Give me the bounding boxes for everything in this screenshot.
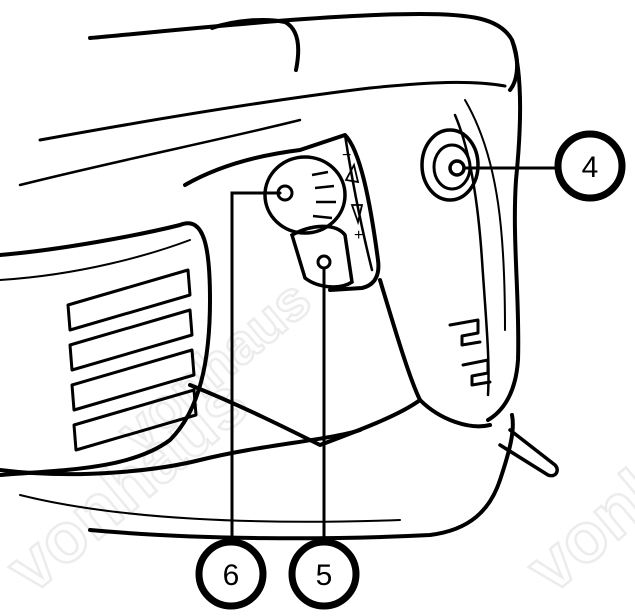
callout-circle-6: [195, 538, 267, 610]
speed-dial[interactable]: [263, 155, 347, 235]
vent-slots: [66, 268, 198, 452]
round-button[interactable]: [420, 128, 480, 202]
callout-circle-4: [554, 130, 626, 202]
callout-label-6: 6: [223, 559, 240, 592]
base-underside: [19, 494, 401, 523]
callout-label-5: 5: [316, 559, 333, 592]
dial-markings: − +: [342, 147, 363, 244]
dial-plus-mark: +: [354, 227, 363, 244]
side-panel-outline: [0, 221, 212, 477]
callout-4: 4: [554, 130, 626, 202]
dial-minus-mark: −: [342, 147, 351, 164]
lever-button[interactable]: [289, 224, 354, 289]
housing-contour: [18, 118, 302, 187]
round-button-outer-ring: [420, 128, 480, 202]
handle-mark-lower: [461, 358, 492, 387]
stand-leg: [498, 428, 559, 478]
handle-mark-upper: [448, 318, 482, 347]
handle-outline: [486, 38, 523, 422]
callout-5: 5: [288, 538, 360, 610]
lower-body-outline: [0, 428, 362, 477]
round-button-indicator: [448, 159, 466, 177]
top-housing-outline: [88, 12, 519, 92]
watermark-text-right: vonhaus: [512, 362, 635, 607]
control-panel-recess: [183, 133, 381, 292]
callout-label-4: 4: [582, 151, 599, 184]
lever-button-body: [289, 224, 354, 289]
dial-arrow-down: [350, 204, 364, 226]
base-plate: [88, 413, 515, 541]
speed-dial-ridges: [311, 170, 336, 220]
callout-circle-5: [288, 538, 360, 610]
side-panel-inner: [0, 239, 191, 281]
speed-dial-body: [263, 155, 347, 235]
upper-seam: [38, 80, 507, 142]
lever-button-indicator: [316, 254, 332, 270]
callout-6: 6: [195, 538, 267, 610]
top-grip-ridge: [210, 18, 301, 72]
handle-inner-edge: [453, 113, 490, 397]
leader-line-6: [230, 191, 282, 542]
dial-arrow-up: [344, 162, 360, 184]
handle-grip-line: [464, 99, 506, 331]
trigger-housing-outline: [378, 278, 492, 429]
